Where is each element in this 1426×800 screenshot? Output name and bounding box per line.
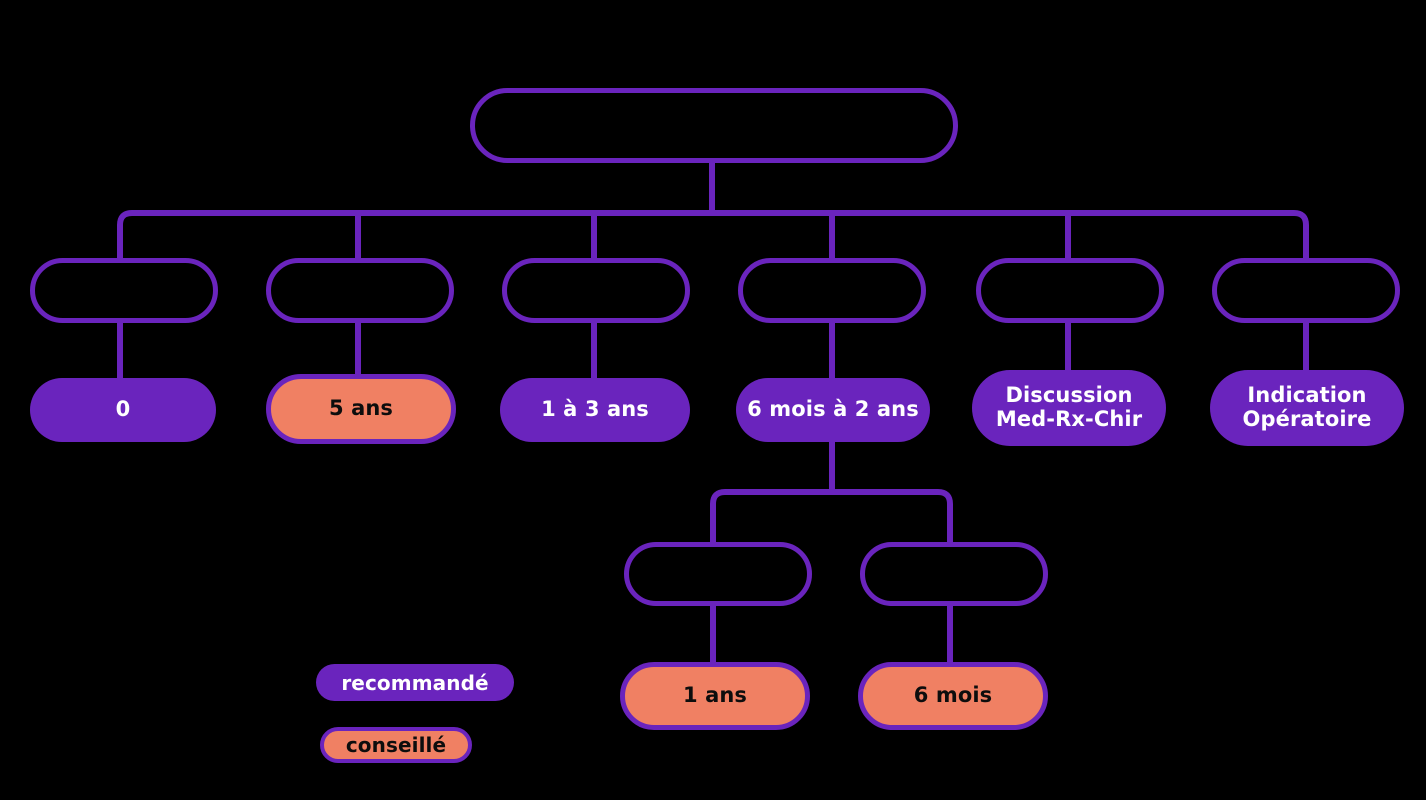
wire-sub-bus [710,489,953,542]
node-level2-5[interactable] [976,258,1164,323]
node-level2-4[interactable] [738,258,926,323]
legend-item-conseille: conseillé [320,727,472,763]
node-result-1-ans[interactable]: 1 ans [620,662,810,730]
node-level2-6[interactable] [1212,258,1400,323]
node-result-1-a-3-ans[interactable]: 1 à 3 ans [500,378,690,442]
node-level2-2[interactable] [266,258,454,323]
wire-main-bus [117,210,1309,258]
node-result-discussion-med-rx-chir[interactable]: Discussion Med-Rx-Chir [972,370,1166,446]
node-result-zero[interactable]: 0 [30,378,216,442]
node-level2-1[interactable] [30,258,218,323]
node-sublevel-2[interactable] [860,542,1048,606]
node-root[interactable] [470,88,958,163]
node-level2-3[interactable] [502,258,690,323]
node-result-indication-operatoire[interactable]: Indication Opératoire [1210,370,1404,446]
node-result-6-mois[interactable]: 6 mois [858,662,1048,730]
node-sublevel-1[interactable] [624,542,812,606]
node-result-5-ans[interactable]: 5 ans [266,374,456,444]
node-result-6-mois-a-2-ans[interactable]: 6 mois à 2 ans [736,378,930,442]
legend-item-recommande: recommandé [316,664,514,701]
